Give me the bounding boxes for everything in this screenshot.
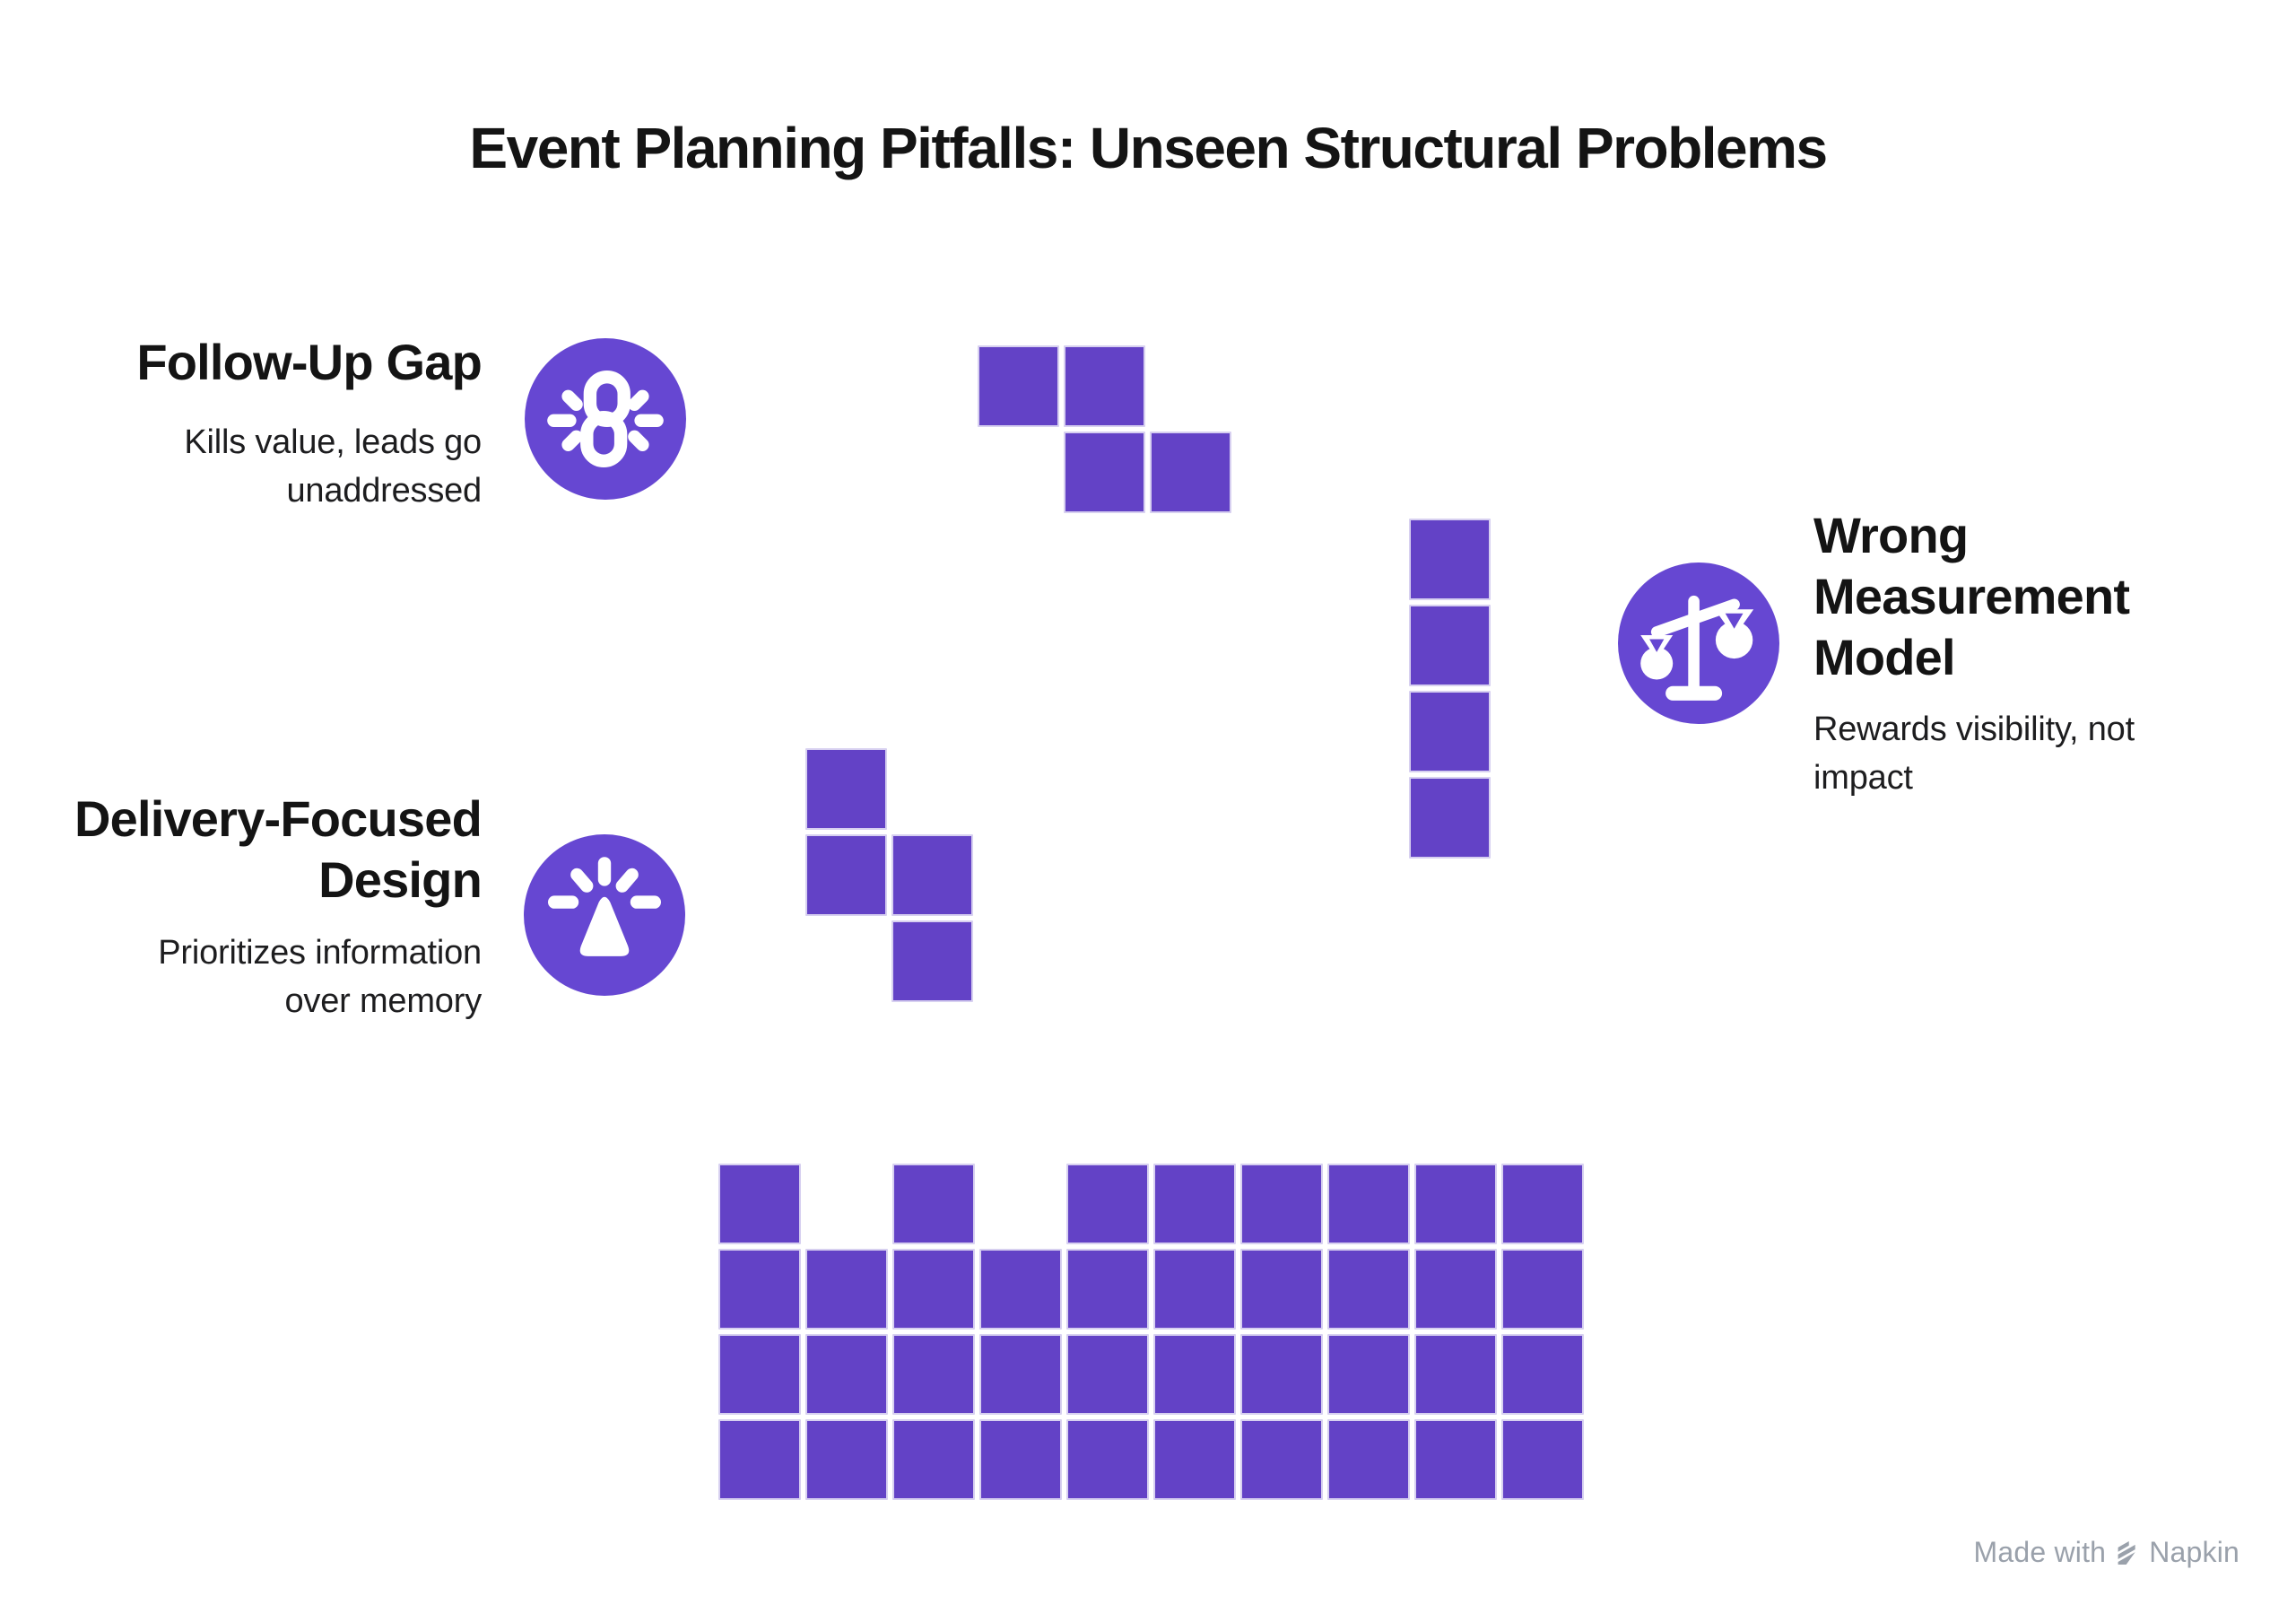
- text-line: over memory: [284, 982, 482, 1020]
- follow-up-gap-text: Follow-Up Gap Kills value, leads go unadd…: [136, 332, 482, 515]
- tetris-block-bottom-stack: [1501, 1249, 1584, 1330]
- text-line: Model: [1813, 629, 1956, 685]
- tetris-block-bottom-stack: [892, 1249, 975, 1330]
- tetris-block-z-piece-top: [978, 345, 1059, 427]
- tetris-block-z-piece-top: [1064, 345, 1145, 427]
- tetris-block-bottom-stack: [1501, 1334, 1584, 1415]
- tetris-block-bottom-stack: [979, 1419, 1062, 1500]
- tetris-block-bottom-stack: [892, 1164, 975, 1244]
- tetris-block-bottom-stack: [979, 1334, 1062, 1415]
- tetris-block-s-piece-left: [891, 834, 973, 916]
- tetris-block-bottom-stack: [805, 1419, 888, 1500]
- tetris-block-bottom-stack: [1153, 1164, 1236, 1244]
- text-line: Design: [318, 851, 483, 908]
- follow-up-gap-description: Kills value, leads go unaddressed: [136, 418, 482, 515]
- tetris-block-bottom-stack: [892, 1334, 975, 1415]
- tetris-block-bottom-stack: [1414, 1249, 1497, 1330]
- tetris-block-bottom-stack: [1153, 1419, 1236, 1500]
- tetris-block-z-piece-top: [1150, 432, 1231, 513]
- tetris-block-bottom-stack: [805, 1249, 888, 1330]
- napkin-logo-icon: [2118, 1540, 2135, 1565]
- tetris-block-s-piece-left: [805, 834, 887, 916]
- tetris-block-bottom-stack: [1414, 1419, 1497, 1500]
- tetris-block-bottom-stack: [1066, 1164, 1149, 1244]
- tetris-block-bottom-stack: [1501, 1164, 1584, 1244]
- text-line: Wrong: [1813, 507, 1969, 563]
- tetris-block-z-piece-top: [1064, 432, 1145, 513]
- tetris-block-bottom-stack: [1240, 1334, 1323, 1415]
- delivery-focused-design-description: Prioritizes information over memory: [74, 929, 482, 1025]
- tetris-block-bottom-stack: [718, 1334, 801, 1415]
- text-line: unaddressed: [286, 472, 482, 510]
- tetris-block-bottom-stack: [1066, 1334, 1149, 1415]
- tetris-block-bottom-stack: [1414, 1334, 1497, 1415]
- tetris-block-bottom-stack: [718, 1249, 801, 1330]
- tetris-block-bottom-stack: [1066, 1419, 1149, 1500]
- tetris-block-bottom-stack: [1153, 1249, 1236, 1330]
- text-line: Follow-Up Gap: [136, 334, 482, 390]
- text-line: Rewards visibility, not: [1813, 711, 2135, 748]
- flask-spark-icon: [524, 834, 685, 996]
- tetris-block-i-piece-vertical: [1409, 691, 1491, 772]
- tetris-block-bottom-stack: [1327, 1419, 1410, 1500]
- napkin-watermark: Made with Napkin: [1974, 1536, 2239, 1569]
- balance-scales-icon: [1618, 562, 1779, 724]
- tetris-block-i-piece-vertical: [1409, 519, 1491, 600]
- tetris-block-bottom-stack: [979, 1249, 1062, 1330]
- watermark-brand: Napkin: [2149, 1536, 2239, 1568]
- watermark-prefix: Made with: [1973, 1536, 2107, 1568]
- tetris-block-bottom-stack: [1153, 1334, 1236, 1415]
- tetris-block-bottom-stack: [1327, 1164, 1410, 1244]
- tetris-block-bottom-stack: [1327, 1249, 1410, 1330]
- tetris-block-bottom-stack: [892, 1419, 975, 1500]
- tetris-block-bottom-stack: [1240, 1249, 1323, 1330]
- tetris-block-bottom-stack: [1501, 1419, 1584, 1500]
- tetris-block-bottom-stack: [1240, 1164, 1323, 1244]
- tetris-block-s-piece-left: [805, 748, 887, 830]
- text-line: impact: [1813, 759, 1913, 797]
- text-line: Measurement: [1813, 568, 2130, 624]
- broken-chain-link-icon: [525, 338, 686, 500]
- wrong-measurement-model-description: Rewards visibility, not impact: [1813, 705, 2135, 802]
- page-title: Event Planning Pitfalls: Unseen Structur…: [469, 116, 1828, 180]
- tetris-block-bottom-stack: [718, 1164, 801, 1244]
- tetris-block-bottom-stack: [1066, 1249, 1149, 1330]
- tetris-block-s-piece-left: [891, 920, 973, 1002]
- text-line: Kills value, leads go: [184, 423, 482, 461]
- text-line: Prioritizes information: [158, 934, 482, 972]
- tetris-block-bottom-stack: [1327, 1334, 1410, 1415]
- text-line: Delivery-Focused: [74, 790, 483, 847]
- tetris-block-bottom-stack: [718, 1419, 801, 1500]
- tetris-block-i-piece-vertical: [1409, 777, 1491, 859]
- follow-up-gap-heading: Follow-Up Gap: [136, 332, 482, 393]
- tetris-block-i-piece-vertical: [1409, 605, 1491, 686]
- tetris-block-bottom-stack: [1240, 1419, 1323, 1500]
- tetris-block-bottom-stack: [1414, 1164, 1497, 1244]
- tetris-block-bottom-stack: [805, 1334, 888, 1415]
